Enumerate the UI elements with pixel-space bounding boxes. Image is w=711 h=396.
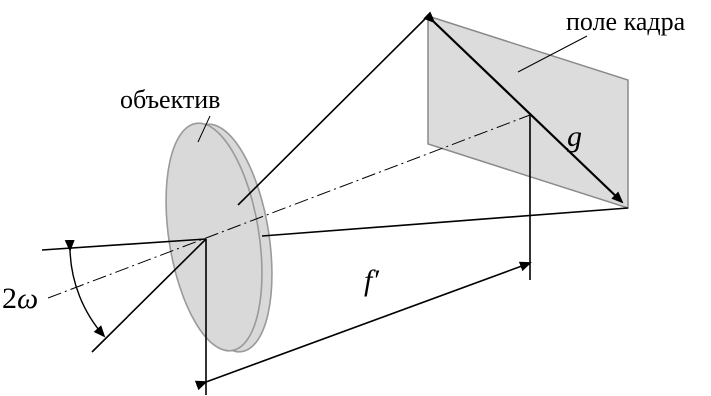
angle-2omega	[41, 238, 207, 353]
focal-length-label: f′	[364, 264, 379, 297]
frame-label: поле кадра	[566, 7, 686, 36]
optical-axis	[47, 114, 531, 299]
frame-leader	[517, 35, 588, 73]
lens	[165, 122, 273, 353]
diagonal-label: g	[567, 120, 582, 153]
focal-length-dimension	[194, 115, 532, 395]
angle-label: 2ω	[2, 282, 38, 315]
lens-leader	[197, 115, 211, 143]
lens-label: объектив	[120, 85, 220, 114]
ray-bottom	[261, 207, 629, 237]
angle-symbol: ω	[17, 282, 38, 315]
angle-number: 2	[2, 282, 17, 315]
frame-diagonal-g	[423, 11, 624, 204]
ray-top	[237, 15, 429, 206]
